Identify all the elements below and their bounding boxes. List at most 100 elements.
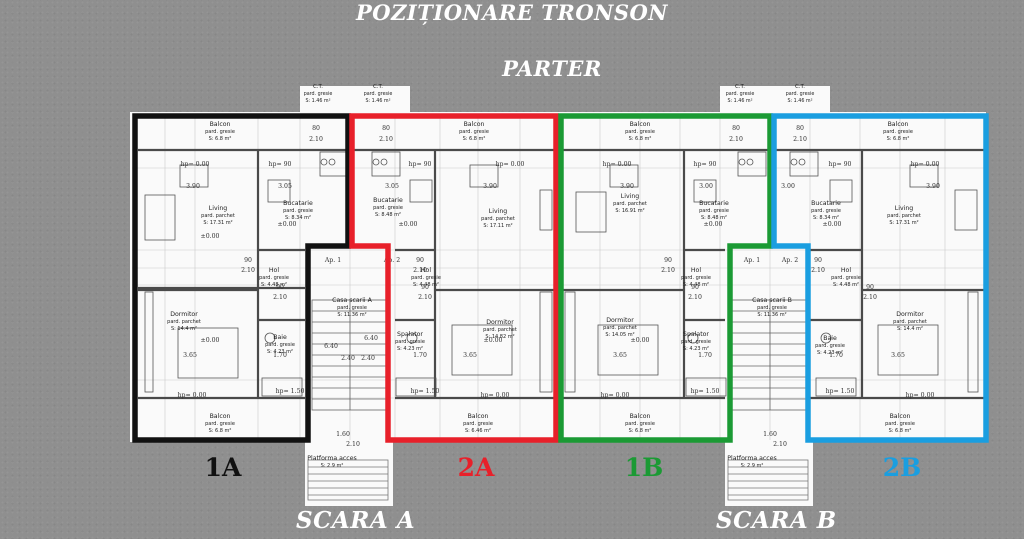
- room-name: Balcon: [630, 121, 651, 128]
- dimension-label: 90: [276, 284, 284, 291]
- room-area: S: 6.8 m²: [889, 428, 912, 434]
- dimension-label: 1.70: [698, 352, 712, 359]
- dimension-label: 3.65: [183, 352, 197, 359]
- dimension-label: 3.90: [186, 183, 200, 190]
- dimension-label: 6.40: [324, 343, 338, 350]
- dimension-label: 90: [664, 257, 672, 264]
- room-floor: pard. parchet: [483, 327, 517, 333]
- dimension-label: hp= 1.50: [691, 388, 720, 395]
- platform-b-outline: [727, 459, 809, 501]
- dimension-label: hp= 0.00: [178, 392, 207, 399]
- dimension-label: 80: [796, 125, 804, 132]
- room-area: S: 11.36 m²: [757, 312, 786, 318]
- furniture-item: [737, 151, 767, 177]
- apartment-outline-1B: [558, 113, 773, 443]
- dimension-label: 80: [312, 125, 320, 132]
- apartment-label-1B: 1B: [624, 453, 664, 482]
- dimension-label: ±0.00: [823, 221, 842, 228]
- dimension-label: 3.05: [385, 183, 399, 190]
- room-area: S: 14.4 m²: [171, 326, 197, 332]
- room-name: Dormitor: [486, 319, 514, 326]
- stove-burner: [746, 158, 754, 166]
- stove-burner: [798, 158, 806, 166]
- ct-area: S: 1.46 m²: [728, 98, 753, 104]
- toilet: [406, 332, 418, 344]
- furniture-item: [144, 194, 176, 241]
- room-area: S: 4.23 m²: [817, 350, 843, 356]
- dimension-label: ±0.00: [484, 337, 503, 344]
- ct-area: S: 1.46 m²: [788, 98, 813, 104]
- dimension-label: 3.00: [781, 183, 795, 190]
- room-floor: pard. gresie: [757, 305, 787, 311]
- furniture-item: [967, 291, 979, 393]
- room-name: Balcon: [464, 121, 485, 128]
- dimension-label: 3.00: [699, 183, 713, 190]
- dimension-label: 2.10: [729, 136, 743, 143]
- dimension-label: Ap. 1: [324, 257, 341, 264]
- room-area: S: 6.8 m²: [629, 428, 652, 434]
- toilet: [264, 332, 276, 344]
- platform-a-outline: [307, 459, 389, 501]
- dimension-label: hp= 0.00: [481, 392, 510, 399]
- ct-label: C.T.: [313, 84, 323, 90]
- furniture-item: [575, 191, 607, 233]
- room-floor: pard. gresie: [815, 343, 845, 349]
- dimension-label: 2.10: [273, 294, 287, 301]
- dimension-label: 2.10: [309, 136, 323, 143]
- stove-burner: [372, 158, 380, 166]
- dimension-label: hp= 0.00: [603, 161, 632, 168]
- dimension-label: 80: [732, 125, 740, 132]
- dimension-label: 90: [244, 257, 252, 264]
- furniture-item: [609, 164, 639, 188]
- room-floor: pard. gresie: [811, 208, 841, 214]
- dimension-label: hp= 1.50: [411, 388, 440, 395]
- dimension-label: 1.70: [413, 352, 427, 359]
- dimension-label: 3.05: [278, 183, 292, 190]
- room-name: Dormitor: [896, 311, 924, 318]
- room-floor: pard. gresie: [625, 129, 655, 135]
- furniture-item: [539, 291, 553, 393]
- dimension-label: hp= 90: [269, 161, 292, 168]
- room-area: S: 4.48 m²: [413, 282, 439, 288]
- room-name: Hol: [269, 267, 279, 274]
- furniture-item: [409, 179, 433, 203]
- dimension-label: 90: [866, 284, 874, 291]
- room-name: Spalator: [683, 331, 709, 338]
- room-area: S: 17.11 m²: [483, 223, 512, 229]
- room-name: Balcon: [890, 413, 911, 420]
- dimension-label: ±0.00: [631, 337, 650, 344]
- furniture-item: [829, 179, 853, 203]
- room-floor: pard. gresie: [463, 421, 493, 427]
- dimension-label: 80: [382, 125, 390, 132]
- room-area: S: 2.9 m²: [741, 463, 764, 469]
- furniture-item: [144, 291, 154, 393]
- dimension-label: 2.10: [773, 441, 787, 448]
- stove-burner: [328, 158, 336, 166]
- furniture-item: [597, 324, 659, 376]
- room-area: S: 6.8 m²: [209, 136, 232, 142]
- room-floor: pard. parchet: [201, 213, 235, 219]
- furniture-item: [954, 189, 978, 231]
- dimension-label: 90: [421, 284, 429, 291]
- room-area: S: 17.31 m²: [889, 220, 918, 226]
- dimension-label: 2.10: [241, 267, 255, 274]
- ct-label: C.T.: [373, 84, 383, 90]
- dimension-label: 2.10: [863, 294, 877, 301]
- room-name: Casa scarii A: [332, 297, 372, 304]
- dimension-label: hp= 1.50: [276, 388, 305, 395]
- dimension-label: 2.10: [811, 267, 825, 274]
- dimension-label: ±0.00: [399, 221, 418, 228]
- dimension-label: 90: [691, 284, 699, 291]
- room-area: S: 14.82 m²: [485, 334, 514, 340]
- furniture-item: [789, 151, 819, 177]
- platform-paper-a: [305, 440, 393, 506]
- room-area: S: 4.48 m²: [683, 282, 709, 288]
- room-area: S: 17.31 m²: [203, 220, 232, 226]
- toilet: [820, 332, 832, 344]
- room-floor: pard. parchet: [481, 216, 515, 222]
- room-name: Platforma acces: [727, 455, 776, 462]
- room-floor: pard. gresie: [681, 275, 711, 281]
- toilet: [687, 332, 699, 344]
- apartment-outline-2B: [771, 113, 989, 443]
